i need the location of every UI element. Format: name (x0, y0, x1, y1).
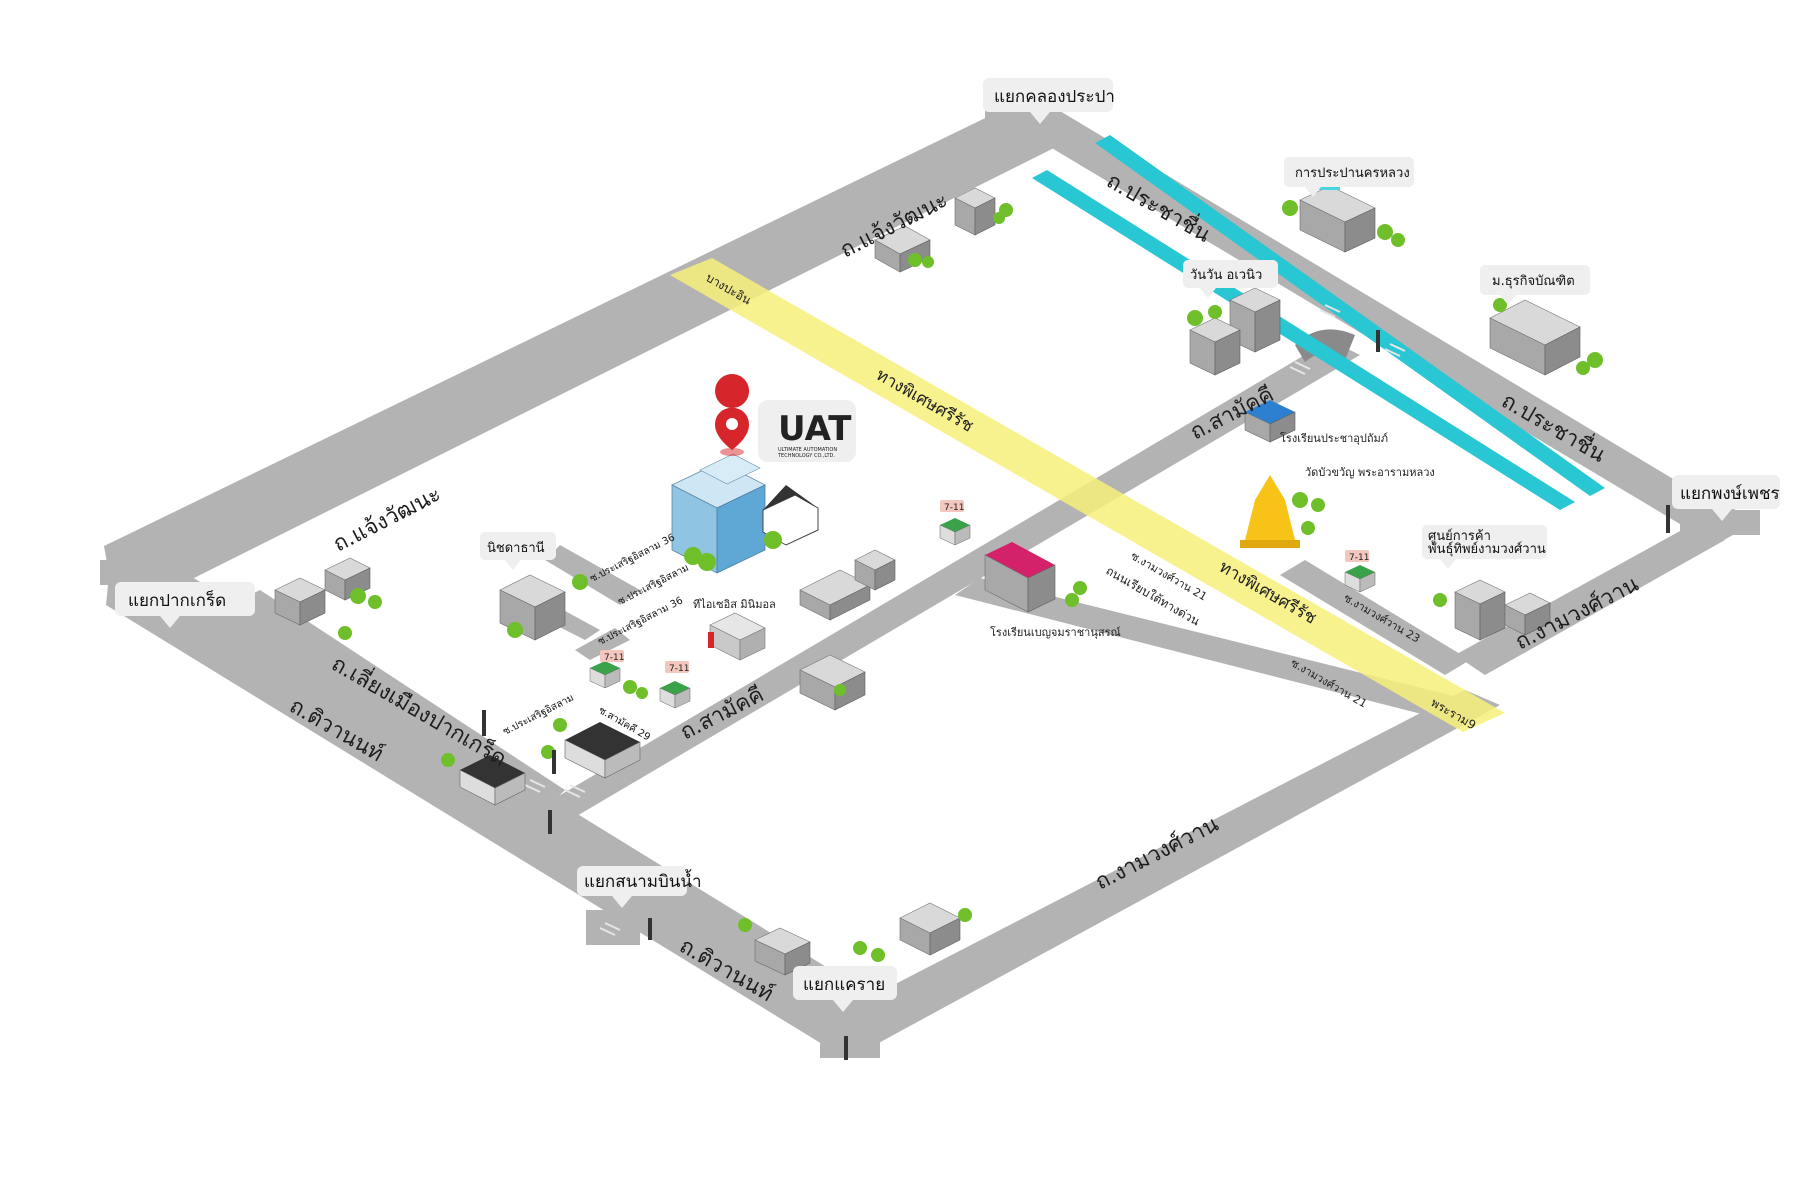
callout-mall-phanthip[interactable]: ศูนย์การค้า พันธุ์ทิพย์งามวงศ์วาน (1422, 525, 1547, 569)
callout-phong-phet-text: แยกพงษ์เพชร (1680, 484, 1780, 504)
soi-label-prasert-36b: ซ.ประเสริฐอิสลาม 36 (596, 595, 685, 647)
skytrain-line (1032, 135, 1605, 510)
callout-pak-kret[interactable]: แยกปากเกร็ด (115, 582, 255, 628)
callout-water-authority[interactable]: การประปานครหลวง (1284, 157, 1414, 197)
poi-label-tc-mall: ทีไอเซอิส มินิมอล (693, 598, 776, 611)
seven-eleven-label-4: 7-11 (1349, 553, 1369, 563)
callout-phong-phet[interactable]: แยกพงษ์เพชร (1672, 475, 1780, 521)
seven-eleven-label-1: 7-11 (944, 503, 964, 513)
callout-sanam-bin-nam[interactable]: แยกสนามบินน้ำ (577, 866, 702, 908)
callout-dhurakij[interactable]: ม.ธุรกิจบัณฑิต (1480, 265, 1590, 305)
callout-sanam-bin-nam-text: แยกสนามบินน้ำ (584, 869, 702, 892)
callout-mall-text-1: ศูนย์การค้า (1428, 528, 1491, 544)
callout-khae-rai-text: แยกแคราย (803, 975, 885, 995)
traffic-lights (482, 330, 1670, 1060)
callout-nitcha-text: นิชดาธานี (487, 540, 545, 556)
crosswalks (524, 304, 1406, 936)
callout-khlong-prapa[interactable]: แยกคลองประปา (983, 78, 1115, 124)
poi-label-temple: วัดบัวขวัญ พระอารามหลวง (1305, 466, 1435, 479)
seven-eleven-stores (589, 500, 1376, 709)
callout-water-authority-text: การประปานครหลวง (1295, 166, 1410, 181)
poi-labels: ทีไอเซอิส มินิมอล โรงเรียนประชาอุปถัมภ์ … (604, 431, 1435, 674)
trees (338, 200, 1603, 962)
temple-stupa (1245, 475, 1295, 540)
soi-label-prasert-b: ซ.ประเสริฐอิสลาม (501, 692, 575, 737)
callout-nitcha[interactable]: นิชดาธานี (480, 532, 556, 570)
callout-dhurakij-text: ม.ธุรกิจบัณฑิต (1492, 274, 1575, 289)
seven-eleven-label-2: 7-11 (604, 653, 624, 663)
location-pin-icon[interactable] (715, 374, 750, 456)
callout-khlong-prapa-text: แยกคลองประปา (994, 87, 1115, 107)
expressway-sirat (670, 258, 1505, 732)
seven-eleven-label-3: 7-11 (669, 664, 689, 674)
uat-logo: UAT ULTIMATE AUTOMATION TECHNOLOGY CO.,L… (758, 400, 856, 462)
buildings (274, 178, 1581, 976)
poi-label-school-bencha: โรงเรียนเบญจมราชานุสรณ์ (990, 625, 1121, 639)
callout-khae-rai[interactable]: แยกแคราย (793, 966, 897, 1012)
logo-tagline-2: TECHNOLOGY CO.,LTD. (777, 453, 835, 459)
callout-wanwan-text: วันวัน อเวนิว (1190, 268, 1262, 283)
logo-name: UAT (778, 409, 852, 449)
callout-wanwan[interactable]: วันวัน อเวนิว (1183, 260, 1278, 298)
logo-tagline-1: ULTIMATE AUTOMATION (778, 447, 837, 453)
callout-pak-kret-text: แยกปากเกร็ด (128, 589, 226, 611)
poi-label-school-prachauppatham: โรงเรียนประชาอุปถัมภ์ (1280, 431, 1388, 445)
expressway-label-1: ทางพิเศษศรีรัช (873, 365, 977, 437)
callout-mall-text-2: พันธุ์ทิพย์งามวงศ์วาน (1428, 541, 1546, 557)
